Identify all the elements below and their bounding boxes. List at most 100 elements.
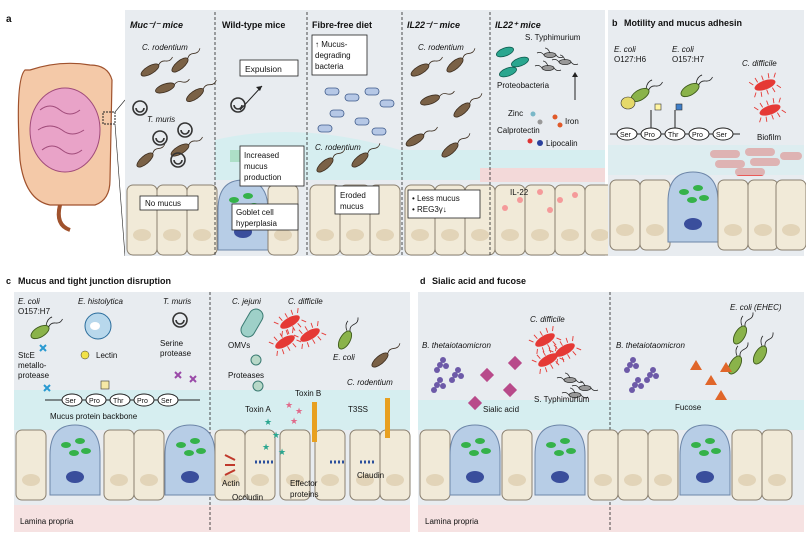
panel-a-letter: a xyxy=(6,14,12,25)
biofilm-label: Biofilm xyxy=(757,133,781,142)
effector-label: Effector xyxy=(290,479,318,488)
toxin-b-label: Toxin B xyxy=(295,389,321,398)
svg-text:Thr: Thr xyxy=(668,132,679,139)
svg-text:C. rodentium: C. rodentium xyxy=(142,43,188,52)
panel-c: c Mucus and tight junction disruption E.… xyxy=(6,276,411,532)
svg-text:mucus: mucus xyxy=(340,202,364,211)
c-rodentium-c-label: C. rodentium xyxy=(347,378,393,387)
panel-b-epithelium xyxy=(609,171,806,251)
panel-b-title: Motility and mucus adhesin xyxy=(624,18,742,28)
s-typhimurium-d-label: S. Typhimurium xyxy=(534,395,590,404)
actin-label: Actin xyxy=(222,479,240,488)
panel-d-title: Sialic acid and fucose xyxy=(432,276,526,286)
panel-c-backbone: Ser Pro Thr Pro Ser xyxy=(61,393,179,407)
header-il22-ko: IL22⁻/⁻ mice xyxy=(407,20,460,30)
omvs-label: OMVs xyxy=(228,341,250,350)
svg-text:★: ★ xyxy=(264,417,272,427)
svg-text:Pro: Pro xyxy=(692,132,703,139)
mucus-degrading-box: ↑ Mucus- degrading bacteria xyxy=(311,34,368,76)
b-theta-1-label: B. thetaiotaomicron xyxy=(422,341,491,350)
panel-d-epithelium xyxy=(419,424,793,501)
t3ss-label: T3SS xyxy=(348,405,368,414)
svg-text:protease: protease xyxy=(160,349,192,358)
increased-mucus-box: Increased mucus production xyxy=(239,145,305,187)
sialic-acid-label: Sialic acid xyxy=(483,405,519,414)
eroded-mucus-box: Eroded mucus xyxy=(334,185,380,215)
svg-text:hyperplasia: hyperplasia xyxy=(236,219,277,228)
svg-text:★: ★ xyxy=(278,447,286,457)
svg-text:Expulsion: Expulsion xyxy=(245,64,282,74)
e-coli-c-label: E. coli xyxy=(333,353,355,362)
panel-d-letter: d xyxy=(420,276,426,286)
header-wild-type: Wild-type mice xyxy=(222,20,285,30)
iron-label: Iron xyxy=(565,117,579,126)
svg-text:protease: protease xyxy=(18,371,50,380)
svg-text:★: ★ xyxy=(285,400,293,410)
ecoli-o157-c-label: E. coli xyxy=(18,297,40,306)
panel-d: d Sialic acid and fucose B. thetaiotaomi… xyxy=(418,276,804,532)
less-mucus-box: • Less mucus • REG3γ↓ xyxy=(407,189,481,219)
svg-text:proteins: proteins xyxy=(290,490,318,499)
svg-text:Ser: Ser xyxy=(65,398,77,405)
header-il22-plus: IL22⁺ mice xyxy=(495,20,541,30)
svg-text:O157:H7: O157:H7 xyxy=(672,55,705,64)
svg-text:Ser: Ser xyxy=(716,132,728,139)
svg-text:• Less mucus: • Less mucus xyxy=(412,194,460,203)
svg-text:degrading: degrading xyxy=(315,51,351,60)
svg-text:Thr: Thr xyxy=(113,398,124,405)
panel-a: a xyxy=(6,10,616,257)
expulsion-box: Expulsion xyxy=(230,59,299,113)
c-rodentium-col4: C. rodentium xyxy=(418,43,464,52)
svg-text:No mucus: No mucus xyxy=(145,199,181,208)
proteases-label: Proteases xyxy=(228,371,264,380)
svg-text:Increased: Increased xyxy=(244,151,279,160)
lamina-c-label: Lamina propria xyxy=(20,517,74,526)
svg-text:bacteria: bacteria xyxy=(315,62,344,71)
occludin-label: Occludin xyxy=(232,493,263,502)
ecoli-o127-label: E. coli xyxy=(614,45,636,54)
lectin-label: Lectin xyxy=(96,351,117,360)
t-muris-c-label: T. muris xyxy=(163,297,191,306)
svg-text:★: ★ xyxy=(262,442,270,452)
svg-text:★: ★ xyxy=(272,430,280,440)
svg-text:metallo-: metallo- xyxy=(18,361,47,370)
stce-label: StcE xyxy=(18,351,35,360)
serine-protease-label: Serine xyxy=(160,339,184,348)
goblet-hyperplasia-box: Goblet cell hyperplasia xyxy=(231,203,299,231)
sialic-acid-marks xyxy=(467,355,523,411)
calprotectin-label: Calprotectin xyxy=(497,126,540,135)
e-histolytica-label: E. histolytica xyxy=(78,297,123,306)
c-difficile-d-label: C. difficile xyxy=(530,315,565,324)
panel-c-letter: c xyxy=(6,276,11,286)
header-muc: Muc⁻/⁻ mice xyxy=(130,20,183,30)
svg-text:Pro: Pro xyxy=(89,398,100,405)
fucose-marks xyxy=(690,360,732,400)
svg-text:• REG3γ↓: • REG3γ↓ xyxy=(412,205,447,214)
panel-b-backbone: Ser Pro Thr Pro Ser xyxy=(616,127,734,141)
svg-text:mucus: mucus xyxy=(244,162,268,171)
svg-text:production: production xyxy=(244,173,281,182)
svg-text:Goblet cell: Goblet cell xyxy=(236,208,274,217)
e-coli-ehec-label: E. coli (EHEC) xyxy=(730,303,782,312)
panel-b-letter: b xyxy=(612,18,618,28)
svg-text:Ser: Ser xyxy=(620,132,632,139)
lipocalin-label: Lipocalin xyxy=(546,139,578,148)
c-rodentium-col3: C. rodentium xyxy=(315,143,361,152)
mucus-backbone-label: Mucus protein backbone xyxy=(50,412,138,421)
svg-text:★: ★ xyxy=(295,406,303,416)
panel-b: b Motility and mucus adhesin E. coli O12… xyxy=(608,10,806,256)
s-typhimurium-label: S. Typhimurium xyxy=(525,33,581,42)
svg-text:O127:H6: O127:H6 xyxy=(614,55,647,64)
svg-text:↑ Mucus-: ↑ Mucus- xyxy=(315,40,348,49)
no-mucus-box: No mucus xyxy=(139,195,199,211)
toxin-a-marks: ★★★★ xyxy=(262,417,286,457)
proteobacteria-label: Proteobacteria xyxy=(497,81,550,90)
svg-text:Pro: Pro xyxy=(137,398,148,405)
header-fibre-free: Fibre-free diet xyxy=(312,20,372,30)
claudin-label: Claudin xyxy=(357,471,384,480)
il22-label: IL-22 xyxy=(510,188,529,197)
c-rodentium-col1: C. rodentium xyxy=(134,43,219,170)
svg-text:Eroded: Eroded xyxy=(340,191,366,200)
svg-text:Pro: Pro xyxy=(644,132,655,139)
